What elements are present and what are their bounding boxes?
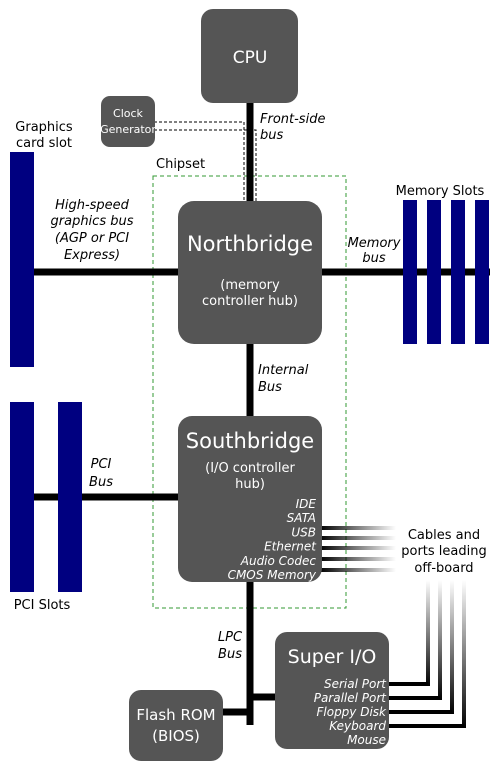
clock-generator-chip: [101, 96, 155, 147]
pci-slot: [58, 402, 82, 592]
flash-rom-line1: Flash ROM: [136, 706, 215, 724]
graphics-bus-label-line2: graphics bus: [51, 214, 134, 229]
port-label: Audio Codec: [240, 554, 317, 568]
flash-rom-line2: (BIOS): [152, 727, 200, 745]
graphics-bus-label-line3: (AGP or PCI: [55, 231, 129, 246]
southbridge-cables: [320, 526, 396, 572]
port-label: USB: [291, 525, 316, 539]
clock-label-line1: Clock: [113, 107, 144, 120]
memory-bus-label-line1: Memory: [348, 236, 401, 251]
northbridge-chip: [178, 201, 322, 344]
northbridge-sub-line1: (memory: [220, 278, 280, 293]
pci-bus-label-line1: PCI: [91, 457, 112, 472]
memory-slot: [451, 200, 465, 344]
port-label: IDE: [296, 497, 317, 511]
port-label: Serial Port: [324, 677, 387, 691]
pci-bus-label-line2: Bus: [89, 475, 113, 490]
port-label: SATA: [287, 511, 316, 525]
flash-rom-chip: [129, 690, 223, 761]
northbridge-title: Northbridge: [187, 232, 313, 256]
super-io-chip: [275, 632, 389, 749]
front-side-bus-label-line2: bus: [260, 128, 283, 143]
cables-label-line3: off-board: [414, 561, 473, 576]
clock-label-line2: Generator: [100, 123, 156, 136]
memory-slot: [475, 200, 489, 344]
lpc-bus-label-line1: LPC: [218, 630, 243, 645]
clock-link-1: [154, 121, 245, 205]
port-label: CMOS Memory: [228, 568, 317, 582]
memory-slots: [403, 200, 489, 344]
graphics-slot-label-line1: Graphics: [15, 120, 73, 135]
clock-link-2: [154, 129, 257, 205]
memory-slot: [403, 200, 417, 344]
port-label: Keyboard: [329, 719, 386, 733]
memory-slot: [427, 200, 441, 344]
cpu-chip: [201, 9, 298, 103]
internal-bus-label-line1: Internal: [258, 363, 309, 378]
chipset-label: Chipset: [156, 157, 205, 172]
pci-slot: [10, 402, 34, 592]
pci-slots: [10, 402, 82, 592]
graphics-bus-label-line4: Express): [64, 248, 120, 263]
super-io-cables: [388, 580, 466, 728]
southbridge-title: Southbridge: [186, 429, 314, 453]
port-label: Mouse: [347, 733, 386, 747]
memory-bus-label-line2: bus: [362, 251, 385, 266]
graphics-bus-label-line1: High-speed: [55, 198, 130, 213]
cables-label-line2: ports leading: [401, 544, 486, 559]
northbridge-sub-line2: controller hub): [202, 294, 298, 309]
pci-slots-label: PCI Slots: [14, 598, 71, 613]
port-label: Floppy Disk: [316, 705, 387, 719]
graphics-slot-label-line2: card slot: [16, 136, 72, 151]
port-label: Ethernet: [264, 540, 317, 554]
graphics-card-slot: [10, 152, 34, 367]
internal-bus-label-line2: Bus: [258, 380, 282, 395]
super-io-title: Super I/O: [288, 646, 377, 668]
southbridge-sub-line2: hub): [235, 477, 265, 492]
port-label: Parallel Port: [314, 691, 388, 705]
cables-label-line1: Cables and: [408, 528, 480, 543]
southbridge-chip: [178, 416, 322, 582]
lpc-bus-label-line2: Bus: [218, 647, 242, 662]
cpu-label: CPU: [233, 48, 268, 68]
front-side-bus-label-line1: Front-side: [260, 112, 325, 127]
memory-slots-label: Memory Slots: [396, 184, 485, 199]
southbridge-sub-line1: (I/O controller: [205, 461, 295, 476]
